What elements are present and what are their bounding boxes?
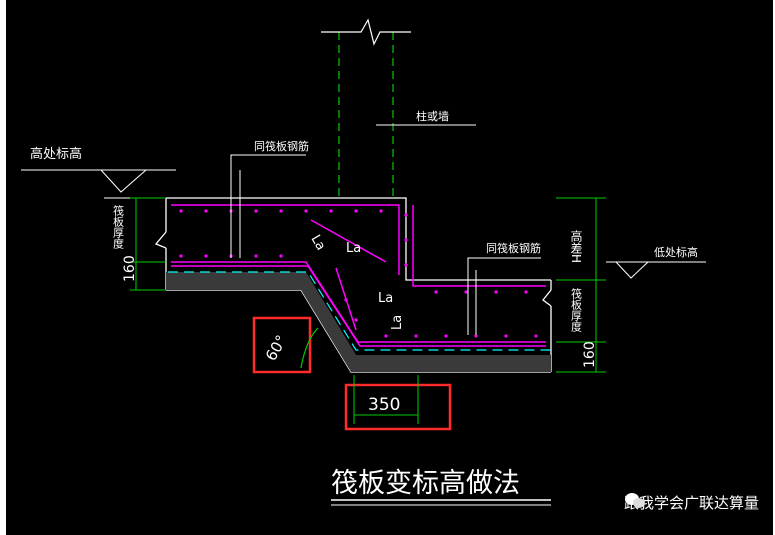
la-label-2: La [346,241,361,256]
angle-highlight-box [252,316,312,374]
la-label-4: La [390,315,405,330]
waterproof-line [168,271,551,351]
low-elevation-label: 低处标高 [654,245,698,259]
dim-160-right: 160 [582,341,598,368]
cushion-layer [166,272,551,372]
dim-350-lines [353,375,419,424]
left-dimension [130,197,166,291]
dim-350-label: 350 [368,395,400,415]
cad-drawing-canvas: 柱或墙 高处标高 La La La La [6,0,773,535]
dim-160-left: 160 [122,255,138,282]
high-elevation-label: 高处标高 [30,146,82,162]
column-outline [338,32,394,198]
wechat-icon [624,493,645,508]
rebar-leader-right [467,257,541,335]
angle-arc [300,327,319,369]
raft-thickness-right-label: 筏板厚度 [570,287,583,333]
raft-thickness-left-label: 筏板厚度 [112,204,125,250]
low-elevation-triangle [615,261,649,279]
rebar-label-right: 同筏板钢筋 [486,241,541,255]
high-elevation-triangle [100,169,147,193]
break-symbol-top [321,18,411,46]
height-diff-label: 高差H [569,229,583,263]
diagram-title: 筏板变标高做法 [331,468,520,499]
angle-label: 60° [262,332,291,364]
la-label-3: La [378,291,393,306]
la-label-1: La [308,233,329,254]
rebar-lines [171,204,546,347]
raft-elevation-diagram: 柱或墙 高处标高 La La La La [21,18,706,506]
rebar-leader-left [230,154,306,258]
dim-350-highlight-box [344,383,452,431]
rebar-label-left: 同筏板钢筋 [254,139,309,153]
watermark-text: 跟我学会广联达算量 [623,494,759,512]
column-label: 柱或墙 [416,109,449,123]
right-dimension [556,197,606,373]
watermark: 跟我学会广联达算量 [624,492,759,513]
